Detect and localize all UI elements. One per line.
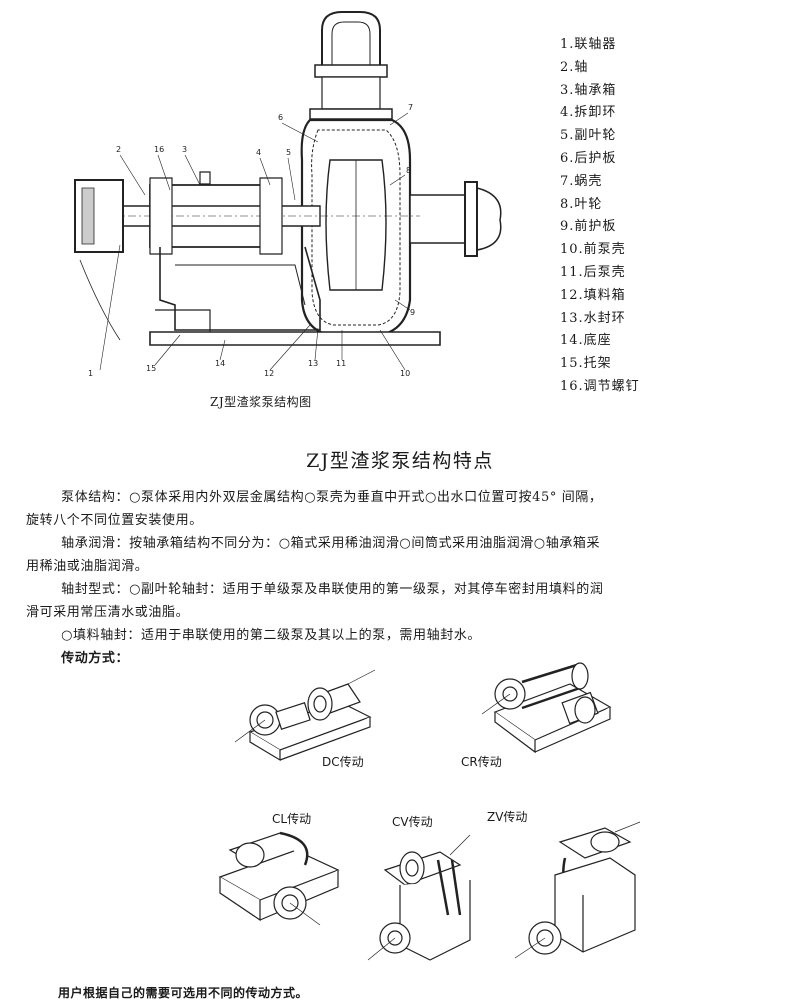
callout-6: 6 (278, 113, 283, 122)
cv-drive-illustration (360, 830, 480, 970)
parts-list-item: 6.后护板 (560, 150, 617, 166)
parts-list-item: 12.填料箱 (560, 287, 626, 303)
pump-structure-diagram: 1 2 3 4 5 6 7 8 9 10 11 12 13 14 15 16 (60, 10, 540, 378)
parts-list-item: 4.拆卸环 (560, 105, 617, 121)
feature-line: 旋转八个不同位置安装使用。 (26, 513, 203, 528)
callout-15: 15 (146, 364, 156, 373)
callout-8: 8 (406, 166, 411, 175)
callout-5: 5 (286, 148, 291, 157)
parts-list-item: 13.水封环 (560, 310, 626, 326)
parts-list-item: 14.底座 (560, 333, 612, 349)
dc-drive-illustration (230, 662, 380, 767)
parts-list-item: 9.前护板 (560, 219, 617, 235)
feature-text: 泵体结构：○泵体采用内外双层金属结构○泵壳为垂直中开式○出水口位置可按45° 间… (26, 486, 766, 670)
callout-9: 9 (410, 308, 415, 317)
parts-list-item: 15.托架 (560, 356, 612, 372)
parts-list: 1.联轴器 2.轴 3.轴承箱 4.拆卸环 5.副叶轮 6.后护板 7.蜗壳 8… (560, 34, 640, 399)
feature-line: 用稀油或油脂润滑。 (26, 559, 149, 574)
feature-line: 轴封型式：○副叶轮轴封：适用于单级泵及串联使用的第一级泵，对其停车密封用填料的润 (61, 582, 604, 597)
feature-line: ○填料轴封：适用于串联使用的第二级泵及其以上的泵，需用轴封水。 (61, 628, 482, 643)
parts-list-item: 10.前泵壳 (560, 242, 626, 258)
callout-14: 14 (215, 359, 225, 368)
base (150, 332, 440, 345)
callout-1: 1 (88, 369, 93, 378)
callout-12: 12 (264, 369, 274, 378)
callout-16: 16 (154, 145, 164, 154)
feature-line: 轴承润滑：按轴承箱结构不同分为：○箱式采用稀油润滑○间筒式采用油脂润滑○轴承箱采 (61, 536, 601, 551)
diagram-caption: ZJ型渣浆泵结构图 (210, 395, 312, 409)
section-title: ZJ型渣浆泵结构特点 (306, 450, 494, 472)
parts-list-item: 16.调节螺钉 (560, 378, 640, 394)
callout-13: 13 (308, 359, 318, 368)
parts-list-item: 3.轴承箱 (560, 82, 617, 98)
callout-2: 2 (116, 145, 121, 154)
suction-pipe (410, 195, 472, 243)
callout-11: 11 (336, 359, 346, 368)
parts-list-item: 8.叶轮 (560, 196, 603, 212)
parts-list-item: 11.后泵壳 (560, 264, 626, 280)
outlet-flange (315, 65, 387, 77)
callout-10: 10 (400, 369, 410, 378)
parts-list-item: 5.副叶轮 (560, 128, 617, 144)
feature-line: 泵体结构：○泵体采用内外双层金属结构○泵壳为垂直中开式○出水口位置可按45° 间… (61, 490, 603, 505)
cr-drive-label: CR传动 (461, 755, 502, 769)
cv-drive-label: CV传动 (392, 815, 433, 829)
cr-drive-illustration (480, 652, 620, 764)
footer-note: 用户根据自己的需要可选用不同的传动方式。 (58, 986, 309, 1000)
parts-list-item: 7.蜗壳 (560, 173, 603, 189)
feature-line: 滑可采用常压清水或油脂。 (26, 605, 190, 620)
feature-heading-drive: 传动方式： (61, 651, 130, 666)
outlet-elbow (322, 12, 380, 65)
impeller (326, 160, 386, 290)
parts-list-item: 1.联轴器 (560, 37, 617, 52)
frame (160, 247, 320, 330)
parts-list-item: 2.轴 (560, 59, 589, 75)
cl-drive-label: CL传动 (272, 812, 312, 826)
callout-3: 3 (182, 145, 187, 154)
zv-drive-label: ZV传动 (487, 810, 528, 824)
callout-4: 4 (256, 148, 261, 157)
dc-drive-label: DC传动 (322, 755, 364, 769)
zv-drive-illustration (505, 820, 645, 970)
callout-7: 7 (408, 103, 413, 112)
cl-drive-illustration (210, 825, 345, 940)
